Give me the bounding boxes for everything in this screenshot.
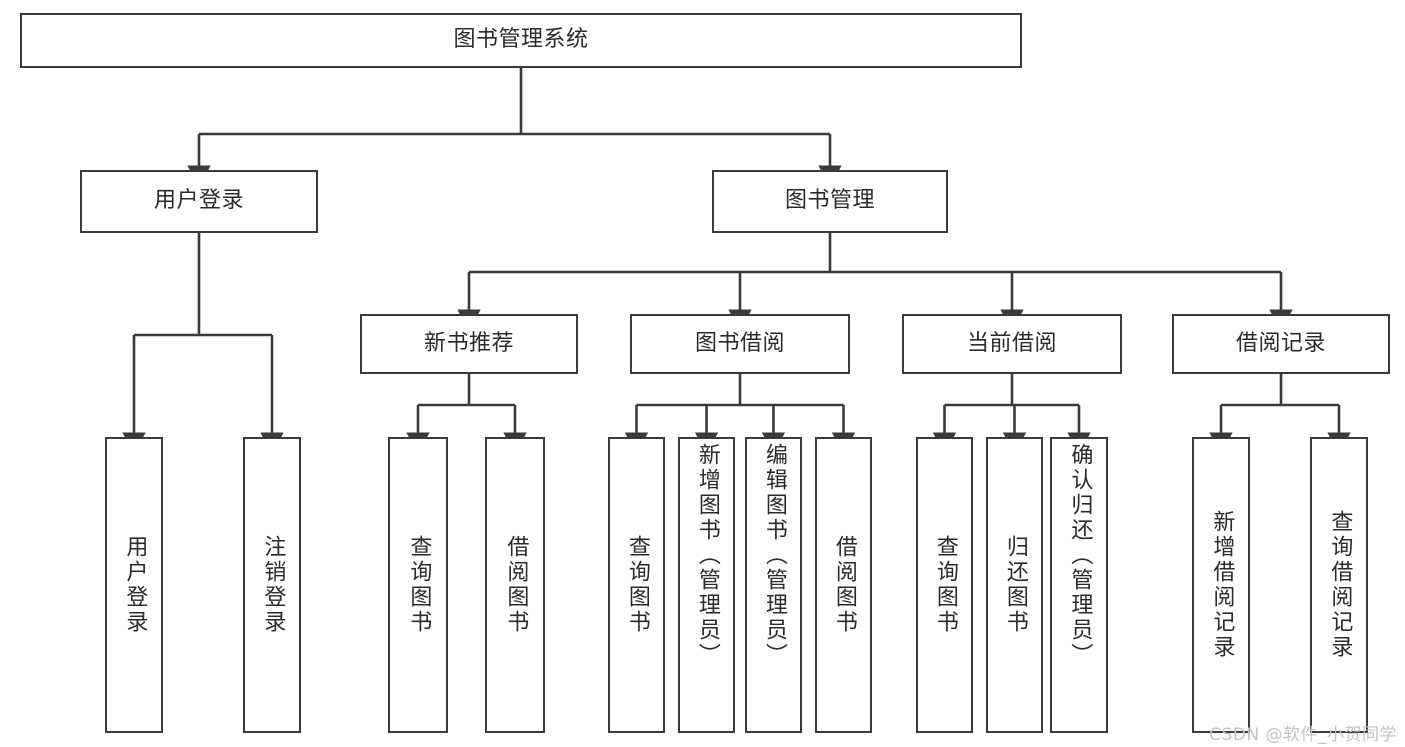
node-leaf-edit-book-admin[interactable]: 编辑图书（管理员） [745, 437, 802, 733]
node-leaf-query-book-borrow[interactable]: 查询图书 [608, 437, 665, 733]
node-leaf-add-book-admin[interactable]: 新增图书（管理员） [678, 437, 735, 733]
node-label-leaf-edit-book-admin: 编辑图书（管理员） [761, 443, 787, 668]
node-label-leaf-query-book-borrow: 查询图书 [624, 535, 650, 635]
node-leaf-return-book[interactable]: 归还图书 [986, 437, 1043, 733]
node-new-book-recommend[interactable]: 新书推荐 [360, 314, 578, 374]
connector-edges [122, 68, 1351, 455]
node-current-borrow[interactable]: 当前借阅 [902, 314, 1122, 374]
node-leaf-query-book-current[interactable]: 查询图书 [916, 437, 973, 733]
node-label-leaf-borrow-book-rec: 借阅图书 [503, 535, 529, 635]
node-user-login[interactable]: 用户登录 [80, 170, 318, 233]
node-label-leaf-add-book-admin: 新增图书（管理员） [694, 443, 720, 668]
csdn-watermark: CSDN @软件_小贺同学 [1209, 725, 1397, 745]
node-leaf-borrow-book-rec[interactable]: 借阅图书 [485, 437, 545, 733]
node-label-borrow-record: 借阅记录 [1235, 330, 1326, 356]
node-book-manage[interactable]: 图书管理 [712, 170, 948, 233]
node-leaf-query-book-rec[interactable]: 查询图书 [388, 437, 448, 733]
node-leaf-confirm-return-admin[interactable]: 确认归还（管理员） [1050, 437, 1108, 733]
node-label-leaf-user-logout: 注销登录 [260, 535, 286, 635]
node-leaf-borrow-book[interactable]: 借阅图书 [815, 437, 872, 733]
node-label-leaf-return-book: 归还图书 [1002, 535, 1028, 635]
node-label-leaf-query-book-current: 查询图书 [932, 535, 958, 635]
node-label-current-borrow: 当前借阅 [966, 330, 1057, 356]
node-leaf-add-borrow-record[interactable]: 新增借阅记录 [1192, 437, 1250, 733]
node-book-borrow[interactable]: 图书借阅 [630, 314, 850, 374]
node-leaf-user-logout[interactable]: 注销登录 [243, 437, 301, 733]
node-leaf-user-login[interactable]: 用户登录 [105, 437, 163, 733]
node-label-leaf-borrow-book: 借阅图书 [831, 535, 857, 635]
node-label-root: 图书管理系统 [453, 27, 589, 53]
node-label-user-login: 用户登录 [153, 188, 244, 214]
node-label-book-manage: 图书管理 [784, 188, 875, 214]
node-leaf-query-borrow-record[interactable]: 查询借阅记录 [1310, 437, 1368, 733]
node-label-leaf-user-login: 用户登录 [122, 535, 148, 635]
node-root[interactable]: 图书管理系统 [20, 13, 1022, 68]
node-label-new-book-recommend: 新书推荐 [423, 330, 514, 356]
node-label-leaf-confirm-return-admin: 确认归还（管理员） [1067, 443, 1093, 668]
node-label-leaf-query-book-rec: 查询图书 [406, 535, 432, 635]
node-label-leaf-add-borrow-record: 新增借阅记录 [1209, 510, 1235, 660]
node-borrow-record[interactable]: 借阅记录 [1172, 314, 1390, 374]
node-label-leaf-query-borrow-record: 查询借阅记录 [1327, 510, 1353, 660]
node-label-book-borrow: 图书借阅 [694, 330, 785, 356]
